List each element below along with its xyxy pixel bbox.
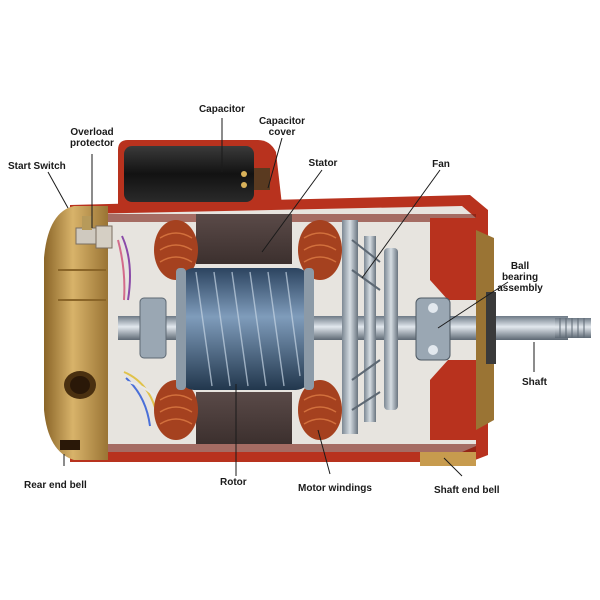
- front-housing: [430, 218, 476, 440]
- label-stator: Stator: [308, 158, 338, 169]
- label-capacitor: Capacitor: [198, 104, 246, 115]
- label-fan: Fan: [432, 159, 450, 170]
- rotor: [176, 268, 314, 390]
- label-capacitor-cover: Capacitor cover: [258, 116, 306, 138]
- label-motor-windings: Motor windings: [298, 483, 372, 494]
- label-shaft-end-bell: Shaft end bell: [434, 485, 500, 496]
- label-shaft: Shaft: [522, 377, 547, 388]
- ball-bearing-assembly: [415, 297, 451, 361]
- label-rotor: Rotor: [220, 477, 247, 488]
- motor-windings: [154, 220, 342, 440]
- label-start-switch: Start Switch: [8, 161, 66, 172]
- rear-end-bell: [44, 206, 108, 460]
- capacitor: [124, 146, 270, 202]
- label-rear-end-bell: Rear end bell: [24, 480, 87, 491]
- fan: [342, 220, 398, 434]
- shaft-end-bell: [420, 230, 496, 466]
- label-ball-bearing-assembly: Ball bearing assembly: [497, 261, 543, 294]
- label-overload-protector: Overload protector: [70, 127, 114, 149]
- rear-bearing: [139, 297, 167, 359]
- stator: [196, 214, 292, 444]
- overload-protector: [95, 225, 113, 249]
- leader-lines: [47, 118, 535, 477]
